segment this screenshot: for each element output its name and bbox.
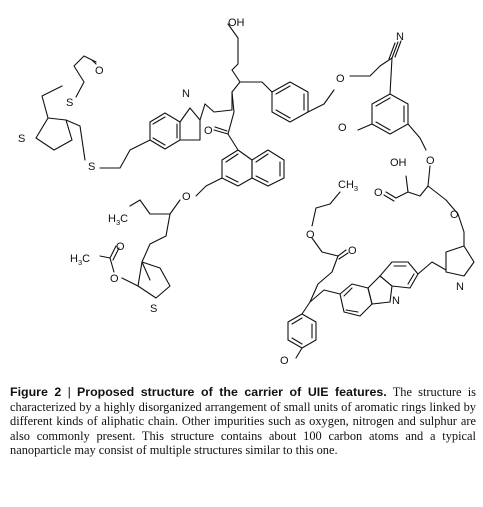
atom-h3c-acetyl: H3C: [70, 253, 90, 267]
benzene-ring-upper: [271, 81, 335, 123]
atom-o-acid: O: [374, 187, 383, 199]
atom-o-ether-right-lower: O: [450, 209, 459, 221]
chemical-structure-figure: OH N S S S O O: [18, 17, 475, 367]
ether-chain-right-top: [349, 57, 393, 77]
atom-n-nitrile: N: [396, 31, 404, 43]
pyrrolidine-ring: [445, 231, 475, 277]
caption-label: Figure 2: [10, 385, 62, 399]
caption-body: The structure is characterized by a high…: [10, 385, 477, 458]
atom-o-ester-carbonyl: O: [348, 245, 357, 257]
atom-h3c-left: H3C: [108, 213, 128, 227]
atom-o-naphthyl-ether: O: [182, 191, 191, 203]
atom-s-thiolane-lower: S: [150, 303, 157, 315]
ketone-chain: [213, 126, 229, 135]
atom-o-ether-mid-right: O: [426, 155, 435, 167]
atom-o-acetyl-ester: O: [110, 273, 119, 285]
alkyl-chain-left: [129, 199, 181, 281]
atom-s-chain-upper: S: [66, 97, 73, 109]
thiolane-left: [35, 85, 86, 161]
indoline-ring: [149, 103, 206, 150]
hydroxyethyl-chain: [227, 23, 239, 71]
thioethyl-chain-indoline: [99, 139, 151, 169]
atom-ch3-right: CH3: [338, 179, 358, 193]
propyl-ester-chain: [309, 191, 349, 303]
atom-s-thiolane-left: S: [18, 133, 25, 145]
phenol-ring-bottom: [287, 301, 317, 359]
atom-oh-acid: OH: [390, 157, 407, 169]
atom-s-chain-lower: S: [88, 161, 95, 173]
molecule-drawing: OH N S S S O O: [18, 17, 475, 367]
aldehyde-chain: [73, 55, 97, 98]
atom-oh-top: OH: [228, 17, 245, 29]
acetyl-ester: [99, 245, 120, 273]
atom-o-ketone: O: [204, 125, 213, 137]
caption-title: Proposed structure of the carrier of UIE…: [77, 385, 387, 399]
caption-separator: |: [67, 385, 71, 399]
central-branch: [204, 69, 273, 151]
atom-o-acetyl-carbonyl: O: [116, 241, 125, 253]
atom-o-phenol-bottom: O: [280, 355, 289, 367]
atom-n-carbazole: N: [392, 295, 400, 307]
atom-o-aldehyde: O: [95, 65, 104, 77]
naphthalene-ring: [195, 149, 285, 197]
acid-chain: [383, 165, 465, 233]
benzene-ring-right: [357, 57, 427, 151]
atom-o-phenol-right: O: [338, 122, 347, 134]
nitrile-group: [388, 40, 402, 60]
thiolane-lower: [121, 261, 171, 299]
atom-o-ester-link: O: [306, 229, 315, 241]
figure-caption: Figure 2 | Proposed structure of the car…: [10, 385, 476, 458]
atom-n-indoline: N: [182, 88, 190, 100]
carbazole-ring: [309, 261, 447, 317]
atom-n-pyrrolidine: N: [456, 281, 464, 293]
atom-o-ether-right-top: O: [336, 73, 345, 85]
